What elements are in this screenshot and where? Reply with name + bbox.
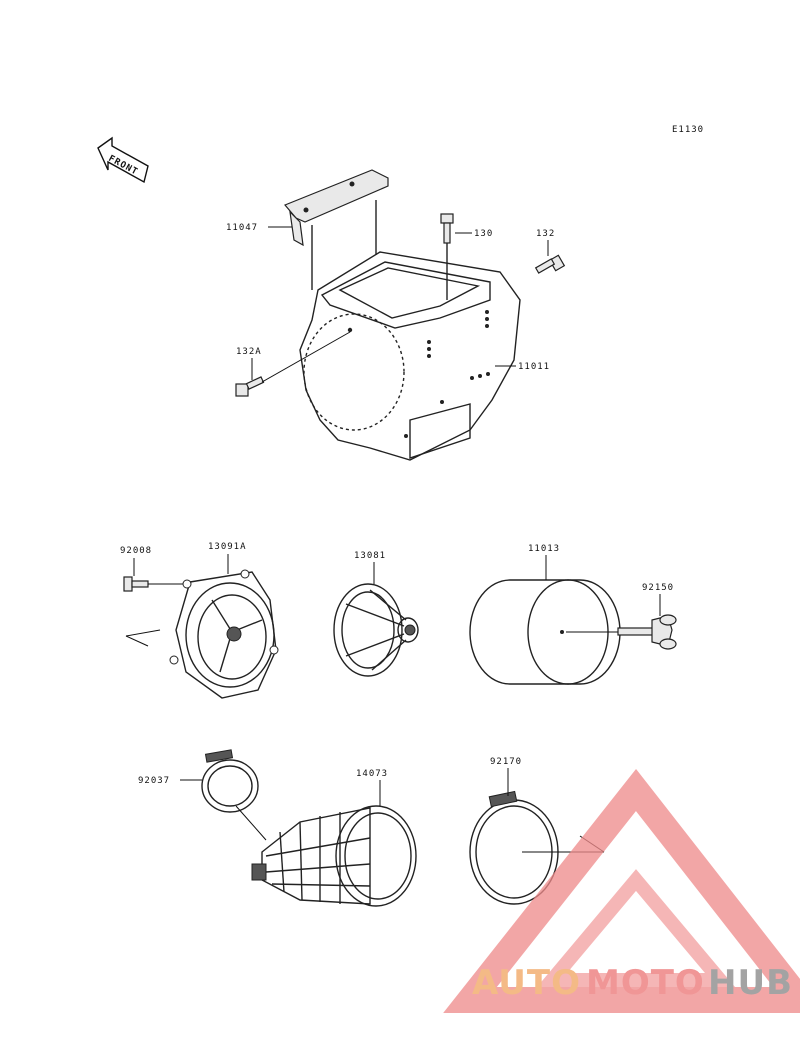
clamp-92037 xyxy=(201,749,259,813)
label-13081: 13081 xyxy=(354,551,386,561)
label-92037: 92037 xyxy=(138,776,170,786)
air-box-housing xyxy=(284,169,521,461)
label-132: 132 xyxy=(536,229,555,239)
watermark-moto: MOTO xyxy=(586,963,705,1003)
bolt-130 xyxy=(440,213,454,300)
diagram-code: E1130 xyxy=(672,125,704,135)
label-14073: 14073 xyxy=(356,769,388,779)
flange-13091a xyxy=(169,569,279,699)
label-11047: 11047 xyxy=(226,223,258,233)
label-92150: 92150 xyxy=(642,583,674,593)
front-arrow-icon: FRONT xyxy=(97,136,149,184)
bracket-11047 xyxy=(284,169,389,223)
label-132a: 132A xyxy=(236,347,262,357)
label-92170: 92170 xyxy=(490,757,522,767)
filter-cage-13081 xyxy=(333,583,419,677)
screw-92008 xyxy=(123,576,149,592)
label-11011: 11011 xyxy=(518,362,550,372)
label-130: 130 xyxy=(474,229,493,239)
label-13091a: 13091A xyxy=(208,542,247,552)
watermark-hub: HUB xyxy=(708,963,793,1003)
intake-boot-14073 xyxy=(251,805,417,907)
label-92008: 92008 xyxy=(120,546,152,556)
wing-bolt-92150 xyxy=(566,614,677,650)
label-11013: 11013 xyxy=(528,544,560,554)
bolt-132 xyxy=(534,254,566,274)
watermark-auto: AUTO xyxy=(472,963,581,1003)
bolt-132a xyxy=(235,376,265,397)
watermark-logo: AUTO MOTO HUB xyxy=(443,768,800,1013)
